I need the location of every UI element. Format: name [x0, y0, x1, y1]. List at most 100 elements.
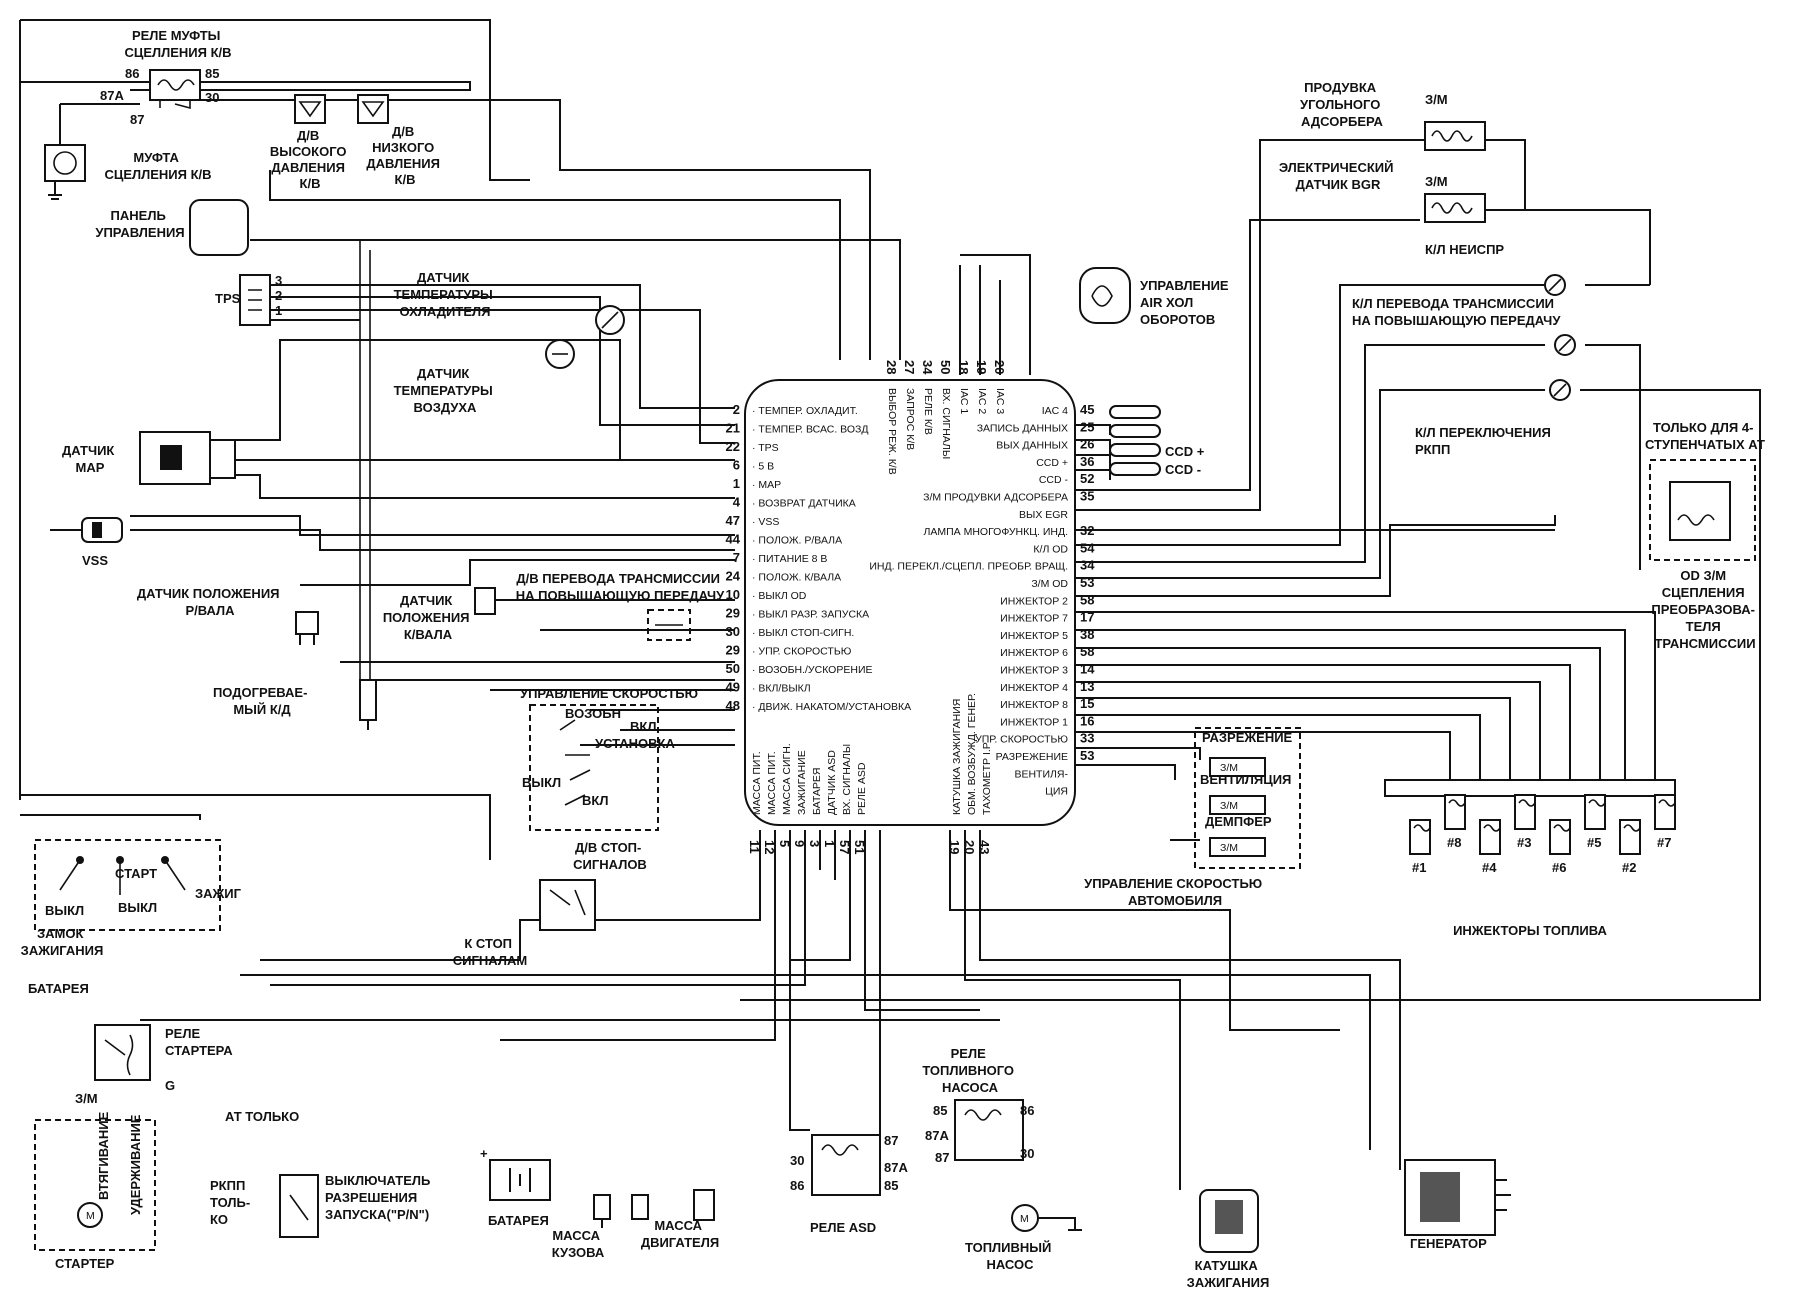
low-pressure-switch-label: Д/В НИЗКОГО ДАВЛЕНИЯ К/В — [366, 124, 443, 187]
asd-relay-label: РЕЛЕ ASD — [810, 1220, 876, 1235]
injector-icon: #6 — [1549, 819, 1571, 875]
tps-sensor-icon: 3 2 1 — [239, 273, 282, 326]
ecu-right-pin: ИНД. ПЕРЕКЛ./СЦЕПЛ. ПРЕОБР. ВРАЩ.34 — [869, 558, 1095, 573]
ecu-left-pin: 22 · TPS — [726, 439, 779, 454]
injector-icon: #2 — [1619, 819, 1641, 875]
ccd-plus-label: CCD + — [1165, 444, 1205, 459]
pin-label: · ПИТАНИЕ 8 В — [752, 553, 827, 565]
pin-label: · 5 В — [752, 461, 774, 473]
pin-number: 35 — [1080, 489, 1094, 504]
damper-label: ДЕМПФЕР — [1205, 814, 1272, 829]
low-pressure-switch-icon — [357, 94, 389, 124]
check-engine-lamp-icon — [1544, 274, 1566, 296]
battery-top-label: БАТАРЕЯ — [28, 981, 89, 996]
pin-label: · ДВИЖ. НАКАТОМ/УСТАНОВКА — [752, 701, 911, 713]
iac-motor-icon — [1079, 267, 1131, 324]
pin-number: 32 — [1080, 523, 1094, 538]
relay-pin-87a: 87A — [100, 88, 124, 103]
svg-text:30: 30 — [1020, 1146, 1034, 1161]
pin-label: · ВОЗВРАТ ДАТЧИКА — [752, 498, 856, 510]
injector-number: #5 — [1587, 835, 1601, 850]
shift-lamp-label: К/Л ПЕРЕКЛЮЧЕНИЯ РКПП — [1415, 425, 1554, 457]
pin-label: · ВОЗОБН./УСКОРЕНИЕ — [752, 664, 873, 676]
pin-number: 7 — [733, 550, 740, 565]
ecu-left-pin: 24· ПОЛОЖ. К/ВАЛА — [726, 569, 842, 584]
egr-solenoid-label: З/М — [1425, 174, 1448, 189]
pin-number: 33 — [1080, 731, 1094, 746]
injector-number: #4 — [1482, 860, 1497, 875]
od-solenoid-label: OD З/М СЦЕПЛЕНИЯ ПРЕОБРАЗОВА- ТЕЛЯ ТРАНС… — [1651, 568, 1758, 651]
pin-number: 57 — [837, 840, 852, 854]
egr-sensor-icon — [1424, 193, 1486, 223]
pin-number: 9 — [792, 840, 807, 847]
four-speed-only-label: ТОЛЬКО ДЛЯ 4- СТУПЕНЧАТЫХ АТ — [1645, 420, 1765, 452]
pin-number: 1 — [733, 476, 740, 491]
svg-text:86: 86 — [1020, 1103, 1034, 1118]
egr-sensor-label: ЭЛЕКТРИЧЕСКИЙ ДАТЧИК BGR — [1279, 160, 1397, 192]
pin-label: МАССА ПИТ. — [751, 751, 763, 815]
high-pressure-switch-icon — [294, 94, 326, 124]
od-switch-label: Д/В ПЕРЕВОДА ТРАНСМИССИИ НА ПОВЫШАЮЩУЮ П… — [516, 571, 725, 603]
pin-number: 29 — [726, 643, 740, 658]
ecu-module — [744, 379, 1076, 826]
off-label: ВЫКЛ — [522, 775, 561, 790]
pin-label: ЗАПРОС К/В — [904, 388, 916, 450]
ecu-left-pin: 47· VSS — [726, 513, 780, 528]
injector-icon: #7 — [1654, 794, 1676, 850]
coolant-gauge-icon — [595, 305, 625, 335]
fuel-pump-icon: M — [1011, 1204, 1082, 1232]
ecu-left-pin: 7 · ПИТАНИЕ 8 В — [733, 550, 828, 565]
hold-label: УДЕРЖИВАНИЕ — [128, 1114, 143, 1215]
fuel-pump-label: ТОПЛИВНЫЙ НАСОС — [965, 1240, 1055, 1272]
map-sensor-icon — [139, 431, 236, 485]
battery-icon: + — [480, 1146, 551, 1201]
pin-label: ВХ. СИГНАЛЫ — [841, 744, 853, 815]
pin-number: 22 — [726, 439, 740, 454]
pin-number: 16 — [1080, 713, 1094, 728]
pin-number: 20 — [992, 360, 1007, 374]
pin-number: 34 — [1080, 558, 1095, 573]
pin-label: ИНЖЕКТОР 6 — [1000, 647, 1068, 659]
pin-label: CCD - — [1039, 474, 1069, 486]
svg-text:З/М: З/М — [1220, 800, 1238, 812]
pin-number: 19 — [974, 360, 989, 374]
pin-number: 10 — [726, 587, 740, 602]
air-temp-sensor-label: ДАТЧИК ТЕМПЕРАТУРЫ ВОЗДУХА — [394, 366, 497, 415]
injector-icon: #5 — [1584, 794, 1606, 850]
tps-label: TPS — [215, 291, 241, 306]
pin-label: УПР. СКОРОСТЬЮ — [975, 734, 1068, 746]
pin-label: ИНЖЕКТОР 5 — [1000, 630, 1068, 642]
ecu-left-pin: 48· ДВИЖ. НАКАТОМ/УСТАНОВКА — [726, 698, 912, 713]
pin-label: ВЫХ EGR — [1019, 509, 1068, 521]
resume-label: ВОЗОБН — [565, 706, 621, 721]
pin-number: 25 — [1080, 419, 1094, 434]
ecu-left-pin: 30· ВЫКЛ СТОП-СИГН. — [726, 624, 855, 639]
pin-number: 1 — [822, 840, 837, 847]
ignition-coil-label: КАТУШКА ЗАЖИГАНИЯ — [1187, 1258, 1270, 1290]
pin-number: 28 — [884, 360, 899, 374]
ecu-left-pin: 1· MAP — [733, 476, 781, 491]
starter-label: СТАРТЕР — [55, 1256, 115, 1271]
pin-number: 58 — [1080, 644, 1094, 659]
pin-label: · TPS — [752, 442, 779, 454]
svg-text:З/М: З/М — [1220, 762, 1238, 774]
generator-icon — [1404, 1159, 1511, 1236]
fuel-injectors-label: ИНЖЕКТОРЫ ТОПЛИВА — [1453, 923, 1607, 938]
pin-number: 36 — [1080, 454, 1094, 469]
pin-label: IAC 4 — [1042, 405, 1068, 417]
pin-label: ВХ. СИГНАЛЫ — [940, 388, 952, 459]
ecu-bottom-pin: ОБМ. ВОЗБУЖД. ГЕНЕР.20 — [962, 693, 978, 854]
pin-number: 29 — [726, 606, 740, 621]
injector-number: #7 — [1657, 835, 1671, 850]
pin-number: 14 — [1080, 662, 1095, 677]
injector-icon: #4 — [1479, 819, 1501, 875]
